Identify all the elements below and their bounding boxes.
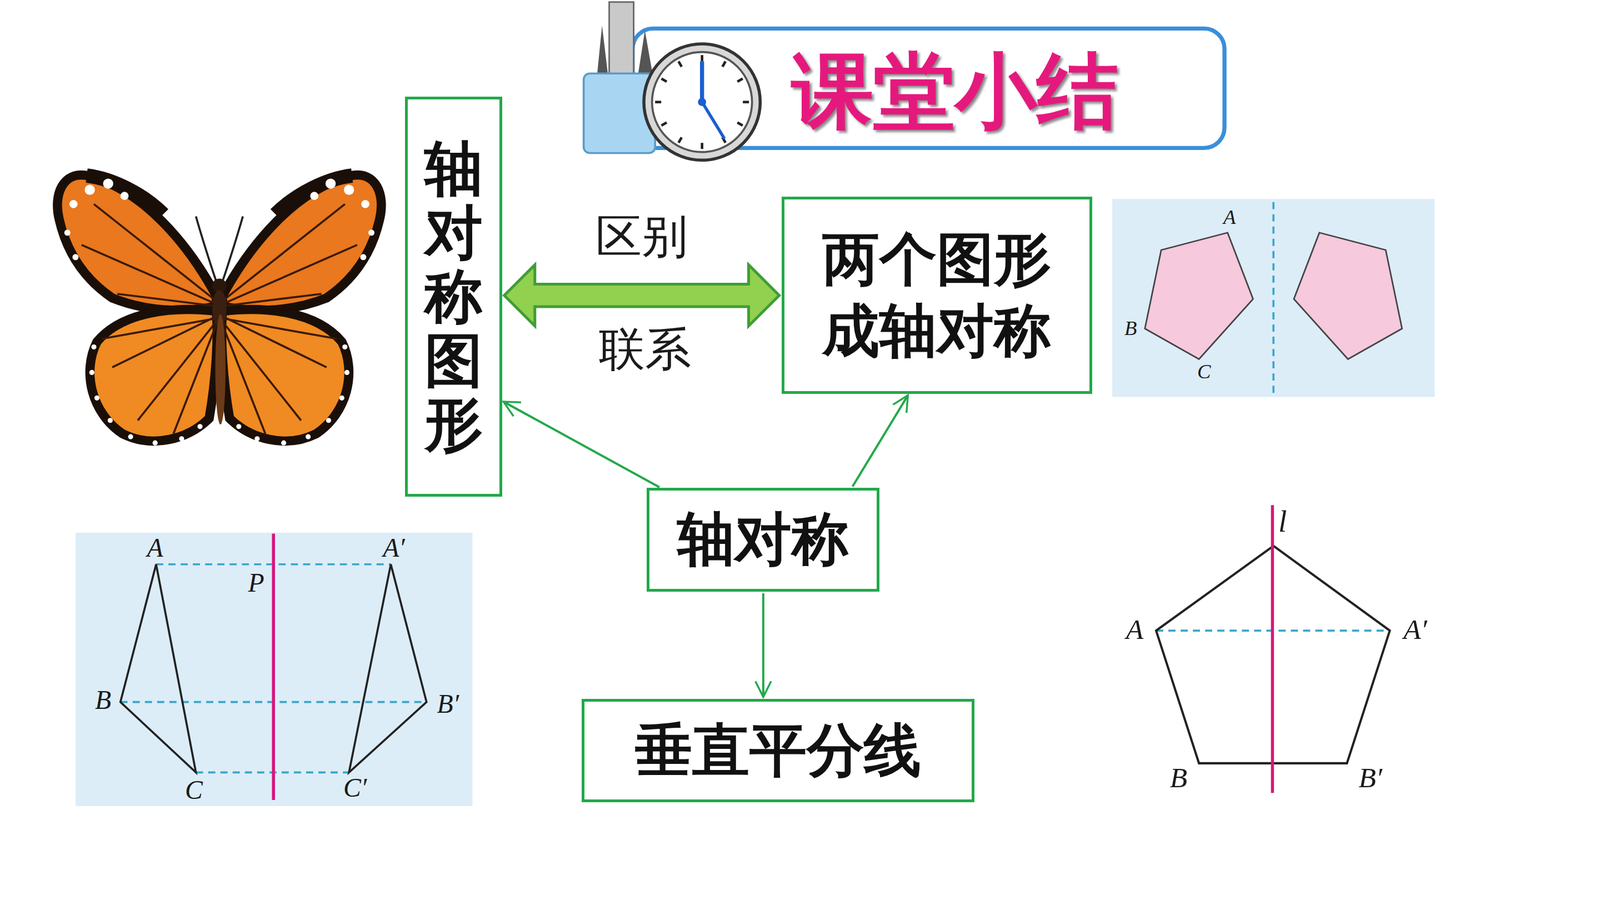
- point-label: B′: [1358, 763, 1383, 792]
- point-label: A: [147, 534, 164, 562]
- clock-tick: [678, 137, 682, 143]
- point-label: P: [247, 569, 264, 597]
- concept-box: 轴对称: [646, 487, 880, 592]
- pentagon-pair-figure: [1112, 198, 1435, 397]
- arrow-connector: [762, 593, 765, 698]
- node-label: 轴对称: [677, 503, 849, 576]
- clock-tick: [737, 78, 743, 82]
- point-label: B′: [437, 690, 460, 718]
- point-label: A: [1126, 615, 1144, 644]
- title-banner: [583, 2, 1225, 161]
- arrow-connector: [852, 395, 909, 487]
- pentagon-figure: [1156, 505, 1390, 793]
- clock-tick: [661, 78, 668, 82]
- node-label: 轴对称图形: [424, 137, 483, 458]
- concept-box: 两个图形成轴对称: [781, 196, 1093, 394]
- clock-tick: [700, 142, 704, 149]
- clock-tick: [700, 55, 704, 62]
- concept-box: 轴对称图形: [405, 96, 502, 497]
- butterfly: [57, 175, 382, 446]
- clock-tick: [678, 61, 682, 68]
- point-label: A′: [1403, 615, 1428, 644]
- clock-tick: [661, 122, 668, 126]
- point-label: A: [1223, 207, 1236, 228]
- clock-tick: [737, 122, 743, 126]
- clock-tick: [742, 100, 749, 104]
- point-label: A′: [382, 534, 405, 562]
- relation-label: 联系: [598, 326, 692, 373]
- point-label: C′: [343, 774, 367, 802]
- point-label: B: [1124, 318, 1137, 339]
- clock-tick: [722, 61, 726, 68]
- point-label: C: [1197, 361, 1212, 382]
- relation-label: 区别: [595, 213, 688, 260]
- arrow-connector: [503, 401, 660, 488]
- node-label: 两个图形成轴对称: [795, 223, 1079, 367]
- concept-box: 垂直平分线: [581, 698, 975, 803]
- double-arrow: [504, 265, 780, 327]
- clock-tick: [655, 100, 662, 104]
- point-label: C: [185, 776, 203, 804]
- title: 课堂小结: [791, 51, 1119, 133]
- point-label: B: [1170, 763, 1188, 792]
- node-label: 垂直平分线: [635, 715, 922, 787]
- point-label: B: [95, 686, 112, 714]
- triangle-figure: [75, 532, 473, 807]
- axis-label: l: [1278, 506, 1287, 537]
